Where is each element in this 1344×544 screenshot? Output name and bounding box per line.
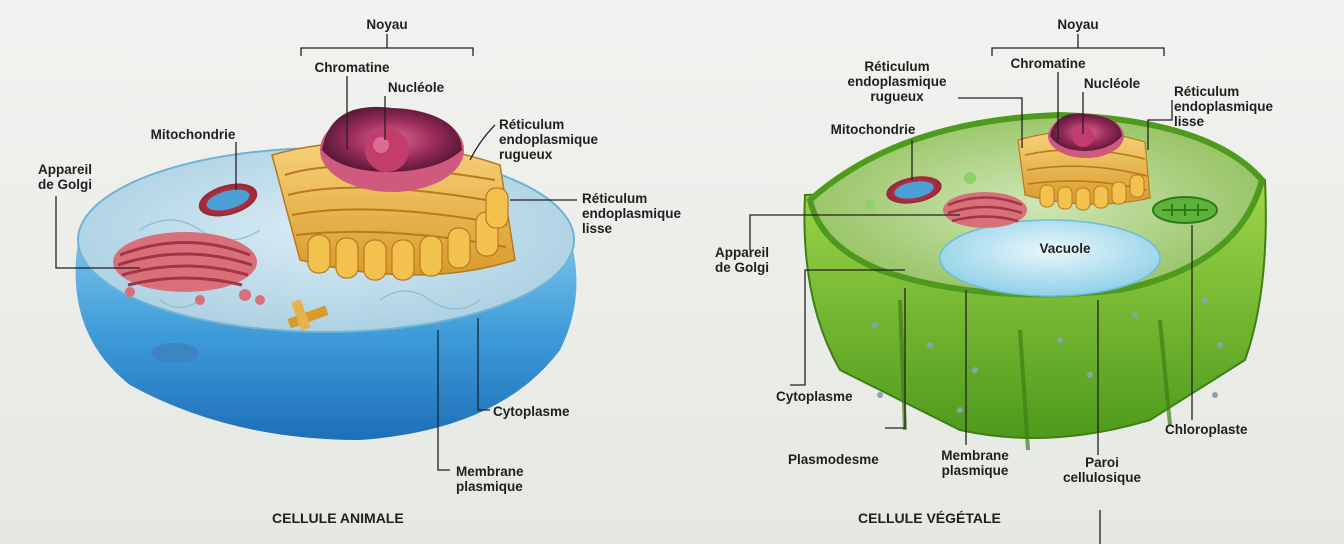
plant-label-vacuole: Vacuole (1025, 241, 1105, 256)
animal-label-cytoplasme: Cytoplasme (493, 404, 593, 419)
animal-label-chromatine: Chromatine (304, 60, 400, 75)
plant-label-chromatine: Chromatine (1000, 56, 1096, 71)
plant-golgi (943, 192, 1027, 228)
animal-cell-title: CELLULE ANIMALE (272, 510, 404, 526)
plant-label-paroi: Paroi cellulosique (1052, 455, 1152, 485)
plant-cell-title: CELLULE VÉGÉTALE (858, 510, 1001, 526)
plant-label-nucleole: Nucléole (1072, 76, 1152, 91)
plant-label-noyau: Noyau (1043, 17, 1113, 32)
plant-vacuole (940, 220, 1160, 296)
plant-label-golgi: Appareil de Golgi (715, 245, 805, 275)
plant-label-chloroplaste: Chloroplaste (1165, 422, 1275, 437)
animal-label-rel: Réticulum endoplasmique lisse (582, 191, 712, 236)
plant-label-rel: Réticulum endoplasmique lisse (1174, 84, 1304, 129)
animal-label-nucleole: Nucléole (376, 80, 456, 95)
animal-label-golgi: Appareil de Golgi (38, 162, 128, 192)
animal-label-noyau: Noyau (352, 17, 422, 32)
plant-label-mitochondrie: Mitochondrie (818, 122, 928, 137)
plant-label-membrane: Membrane plasmique (930, 448, 1020, 478)
plant-label-plasmodesme: Plasmodesme (788, 452, 898, 467)
animal-label-membrane: Membrane plasmique (456, 464, 556, 494)
plant-label-cytoplasme: Cytoplasme (776, 389, 876, 404)
animal-label-mitochondrie: Mitochondrie (138, 127, 248, 142)
animal-label-rer: Réticulum endoplasmique rugueux (499, 117, 629, 162)
plant-label-rer: Réticulum endoplasmique rugueux (832, 59, 962, 104)
plant-chloroplast (1153, 197, 1217, 223)
